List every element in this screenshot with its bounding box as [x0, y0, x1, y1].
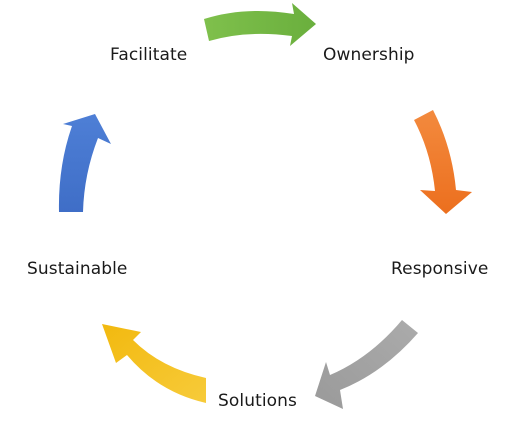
- step-label-ownership: Ownership: [323, 45, 415, 65]
- arrow-ownership-to-responsive: [414, 110, 472, 214]
- arrow-responsive-to-solutions: [315, 320, 418, 409]
- arrow-facilitate-to-ownership: [204, 3, 316, 46]
- step-label-facilitate: Facilitate: [110, 45, 188, 65]
- step-label-responsive: Responsive: [391, 259, 489, 279]
- step-label-solutions: Solutions: [218, 391, 298, 411]
- arrow-solutions-to-sustainable: [102, 324, 206, 403]
- step-label-sustainable: Sustainable: [27, 259, 128, 279]
- arrow-sustainable-to-facilitate: [58, 114, 111, 212]
